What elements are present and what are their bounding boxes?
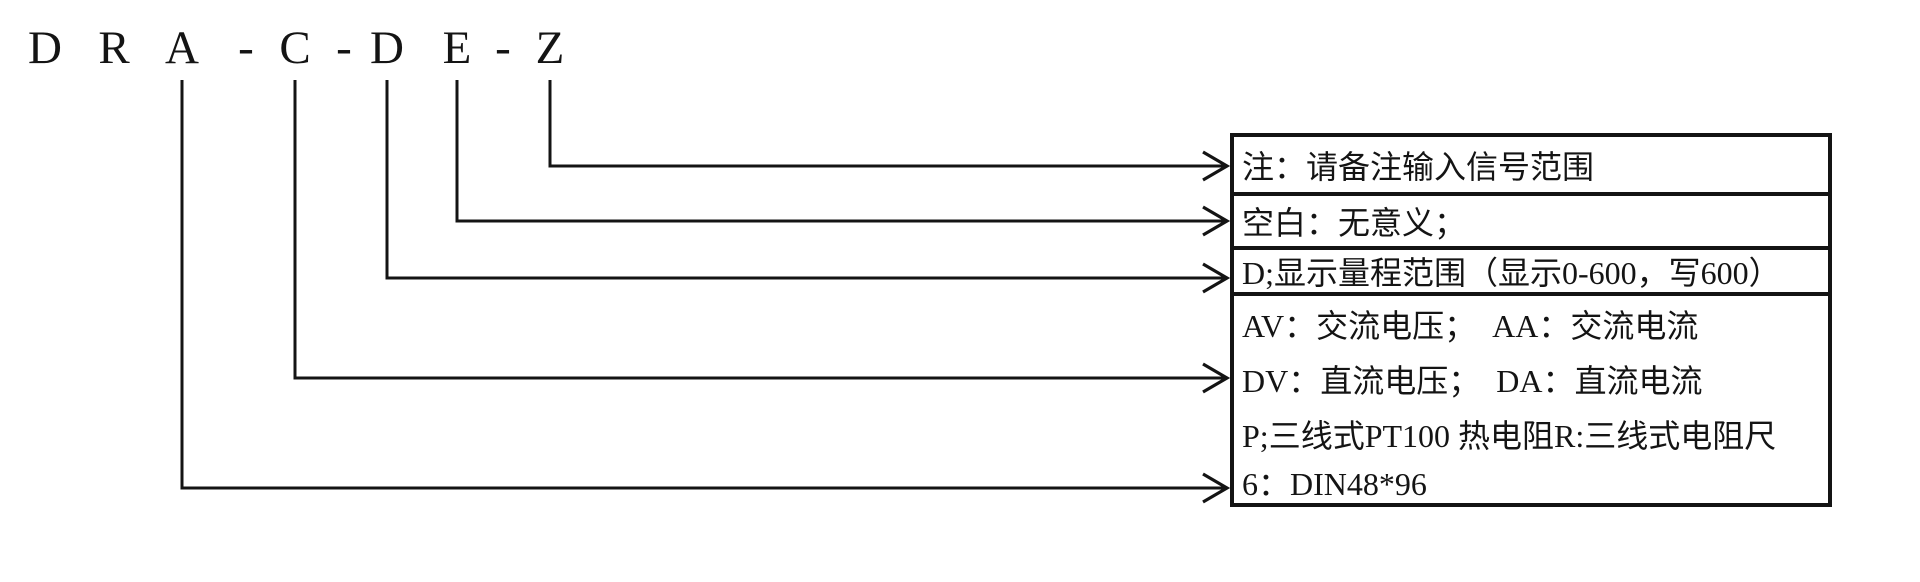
input-type-line-ac: AV：交流电压； AA：交流电流	[1242, 307, 1699, 344]
connector-line-d	[385, 80, 1226, 280]
model-code-char-9: -	[495, 22, 511, 74]
arrowhead-icon-z	[1202, 150, 1231, 182]
model-code-char-10: Z	[535, 22, 565, 74]
arrowhead-icon-c	[1202, 362, 1231, 394]
model-code-char-4: -	[238, 22, 254, 74]
model-code-char-3: A	[165, 22, 199, 74]
row-blank-text: 空白：无意义；	[1242, 205, 1467, 241]
connector-line-a	[180, 80, 1226, 490]
connector-line-e	[455, 80, 1226, 223]
connector-line-z	[548, 80, 1226, 168]
model-code-char-7: D	[370, 22, 404, 74]
table-row-note: 注：请备注输入信号范围	[1234, 137, 1828, 196]
model-code-char-5: C	[279, 22, 311, 74]
input-type-line-dc: DV：直流电压； DA：直流电流	[1242, 362, 1703, 399]
arrowhead-icon-d	[1202, 262, 1231, 294]
input-type-line-rtd: P;三线式PT100 热电阻R:三线式电阻尺	[1242, 417, 1777, 454]
table-row-input-types: AV：交流电压； AA：交流电流 DV：直流电压； DA：直流电流 P;三线式P…	[1234, 296, 1828, 503]
model-code-char-8: E	[442, 22, 472, 74]
spec-table: 注：请备注输入信号范围 空白：无意义； D;显示量程范围（显示0-600，写60…	[1230, 133, 1832, 507]
arrowhead-icon-e	[1202, 205, 1231, 237]
model-code-char-6: -	[336, 22, 352, 74]
table-row-blank: 空白：无意义；	[1234, 196, 1828, 250]
table-row-display-range: D;显示量程范围（显示0-600，写600）	[1234, 250, 1828, 296]
arrowhead-icon-a	[1202, 472, 1231, 504]
model-code-char-1: D	[28, 22, 62, 74]
input-type-line-size: 6：DIN48*96	[1242, 466, 1427, 502]
connector-line-c	[293, 80, 1226, 380]
row-note-text: 注：请备注输入信号范围	[1242, 148, 1595, 185]
row-display-range-text: D;显示量程范围（显示0-600，写600）	[1242, 255, 1781, 291]
model-code-char-2: R	[98, 22, 130, 74]
